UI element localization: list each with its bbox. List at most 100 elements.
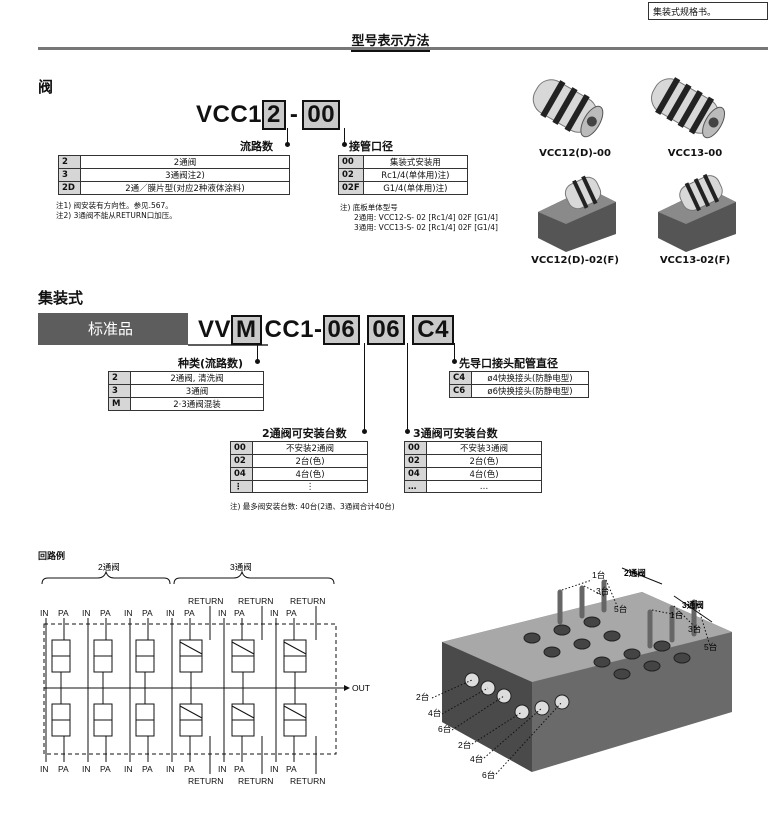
svg-text:3台: 3台 <box>596 586 609 596</box>
top-note: 集装式规格书。 <box>648 2 768 20</box>
product-caption: VCC13-00 <box>667 148 723 159</box>
manifold-block-illustration: 1台 3台 5台 1台 3台 5台 2台 4台 6台 2台 4台 6台 2通阀 … <box>416 567 732 780</box>
product-caption: VCC12(D)-00 <box>539 148 611 159</box>
svg-text:IN: IN <box>270 764 279 774</box>
svg-text:IN: IN <box>218 608 227 618</box>
manifold-type-label: 种类(流路数) <box>178 357 244 370</box>
circuit-title: 回路例 <box>38 552 66 562</box>
svg-text:IN: IN <box>218 764 227 774</box>
circuit-diagram: 2通阀 3通阀 IN PA IN PA IN PA IN PA RETURN RETUR… <box>40 562 370 786</box>
svg-text:IN: IN <box>40 764 49 774</box>
product-image-vcc13-02 <box>658 173 736 252</box>
product-image-vcc13-00 <box>651 77 726 139</box>
svg-text:6台: 6台 <box>482 770 495 780</box>
svg-text:PA: PA <box>234 764 245 774</box>
product-image-vcc12-00 <box>532 79 604 138</box>
svg-text:3台: 3台 <box>688 624 701 634</box>
svg-text:PA: PA <box>100 764 111 774</box>
three-way-count-label: 3通阀可安装台数 <box>413 427 498 440</box>
illustration-3way-label: 3通阀 <box>682 600 704 610</box>
valve-piping-label: 接管口径 <box>349 140 393 153</box>
product-caption: VCC12(D)-02(F) <box>531 255 619 266</box>
manifold-type-box: M <box>231 315 262 345</box>
valve-notes-left: 注1) 阀安装有方向性。参见.567。 注2) 3通阀不能从RETURN口加压。 <box>56 201 177 220</box>
svg-text:PA: PA <box>286 608 297 618</box>
manifold-pilot-label: 先导口接头配管直径 <box>459 357 558 370</box>
svg-text:4台: 4台 <box>470 754 483 764</box>
table-row: …… <box>404 480 542 493</box>
svg-text:IN: IN <box>124 764 133 774</box>
two-way-count-label: 2通阀可安装台数 <box>262 427 347 440</box>
tag-underline <box>188 344 268 346</box>
svg-text:RETURN: RETURN <box>290 596 325 606</box>
svg-text:1台: 1台 <box>592 570 605 580</box>
svg-text:5台: 5台 <box>704 642 717 652</box>
svg-text:5台: 5台 <box>614 604 627 614</box>
svg-text:PA: PA <box>184 608 195 618</box>
svg-text:IN: IN <box>270 608 279 618</box>
svg-text:PA: PA <box>58 608 69 618</box>
valve-ports-box: 2 <box>262 100 286 130</box>
svg-text:IN: IN <box>124 608 133 618</box>
manifold-pilot-box: C4 <box>412 315 454 345</box>
svg-text:2台: 2台 <box>416 692 429 702</box>
table-row: ⋮⋮ <box>230 480 368 493</box>
valve-ports-label: 流路数 <box>240 140 273 153</box>
standard-product-tag: 标准品 <box>38 313 188 345</box>
svg-text:RETURN: RETURN <box>188 776 223 786</box>
svg-text:IN: IN <box>166 764 175 774</box>
valve-notes-right: 注) 底板单体型号 2通用: VCC12-S- 02 [Rc1/4] 02F [… <box>340 203 498 232</box>
svg-text:2台: 2台 <box>458 740 471 750</box>
svg-text:RETURN: RETURN <box>238 776 273 786</box>
product-caption: VCC13-02(F) <box>659 255 731 266</box>
svg-text:PA: PA <box>142 608 153 618</box>
manifold-3way-box: 06 <box>367 315 406 345</box>
svg-text:RETURN: RETURN <box>290 776 325 786</box>
page-title: 型号表示方法 <box>0 30 781 52</box>
svg-text:IN: IN <box>82 608 91 618</box>
manifold-2way-box: 06 <box>322 315 361 345</box>
svg-text:PA: PA <box>286 764 297 774</box>
svg-text:IN: IN <box>82 764 91 774</box>
svg-text:IN: IN <box>166 608 175 618</box>
svg-text:RETURN: RETURN <box>238 596 273 606</box>
svg-text:4台: 4台 <box>428 708 441 718</box>
illustration-2way-label: 2通阀 <box>624 568 646 578</box>
circuit-3way-label: 3通阀 <box>230 562 252 572</box>
circuit-2way-label: 2通阀 <box>98 562 120 572</box>
valve-section-title: 阀 <box>38 78 54 96</box>
svg-text:PA: PA <box>100 608 111 618</box>
manifold-section-title: 集装式 <box>38 289 84 307</box>
product-image-vcc12-02 <box>538 175 616 252</box>
svg-text:PA: PA <box>184 764 195 774</box>
svg-text:6台: 6台 <box>438 724 451 734</box>
valve-piping-box: 00 <box>302 100 341 130</box>
circuit-out-label: OUT <box>352 683 370 693</box>
svg-text:IN: IN <box>40 608 49 618</box>
svg-text:PA: PA <box>234 608 245 618</box>
